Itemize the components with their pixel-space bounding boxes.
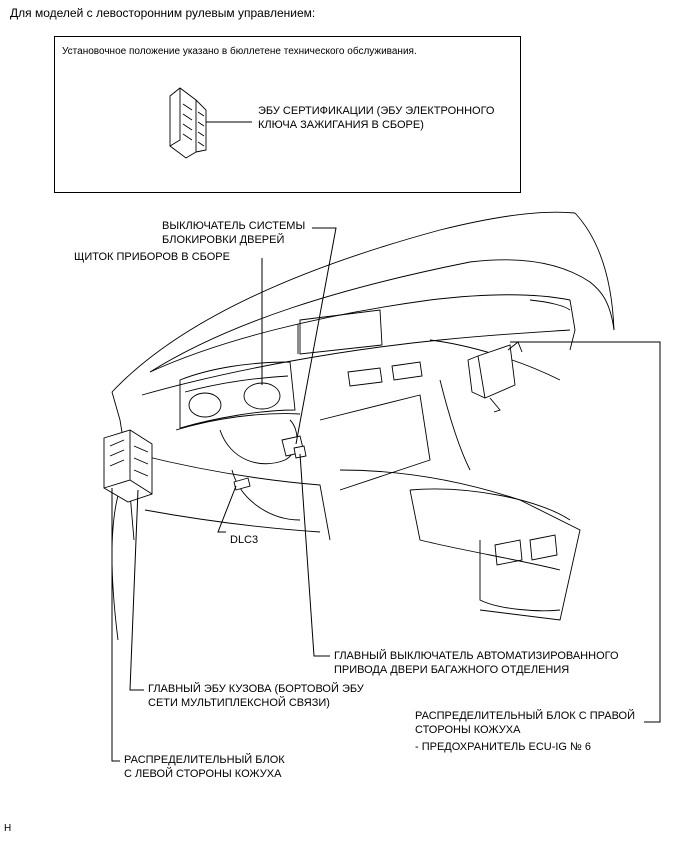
certification-ecu-icon [169,87,207,159]
dlc3-label: DLC3 [230,534,259,546]
ecu-label-line2: КЛЮЧА ЗАЖИГАНИЯ В СБОРЕ) [258,119,424,131]
leader-door-lock-switch [295,227,337,445]
leader-right-junction [510,341,661,723]
left-junction-label-line1: РАСПРЕДЕЛИТЕЛЬНЫЙ БЛОК [124,754,285,766]
door-lock-switch-label-line2: БЛОКИРОВКИ ДВЕРЕЙ [162,234,285,246]
ecu-label-line1: ЭБУ СЕРТИФИКАЦИИ (ЭБУ ЭЛЕКТРОННОГО [258,105,495,117]
note-text: Установочное положение указано в бюллете… [62,46,417,57]
power-door-switch [293,445,307,459]
leader-power-door-switch [299,453,330,657]
instrument-cluster-label: ЩИТОК ПРИБОРОВ В СБОРЕ [74,251,230,263]
right-junction-block-illustration [467,341,523,413]
heading: Для моделей с левосторонним рулевым упра… [10,6,316,20]
right-junction-label-line2: СТОРОНЫ КОЖУХА [415,724,521,736]
note-box [54,36,521,193]
right-junction-fuse-label: - ПРЕДОХРАНИТЕЛЬ ECU-IG № 6 [415,741,592,753]
main-body-ecu-label-line1: ГЛАВНЫЙ ЭБУ КУЗОВА (БОРТОВОЙ ЭБУ [148,683,364,695]
door-lock-switch-label-line1: ВЫКЛЮЧАТЕЛЬ СИСТЕМЫ [162,220,306,232]
left-junction-label-line2: С ЛЕВОЙ СТОРОНЫ КОЖУХА [124,768,282,780]
leader-main-body-ecu [129,489,144,691]
leader-dlc3 [217,485,237,533]
footer-code: H [4,823,12,834]
instrument-cluster-illustration [175,361,301,431]
dlc3-connector [233,477,251,491]
right-junction-label-line1: РАСПРЕДЕЛИТЕЛЬНЫЙ БЛОК С ПРАВОЙ [415,710,636,722]
power-door-switch-label-line1: ГЛАВНЫЙ ВЫКЛЮЧАТЕЛЬ АВТОМАТИЗИРОВАННОГО [334,650,619,662]
left-junction-block-illustration [103,429,153,503]
power-door-switch-label-line2: ПРИВОДА ДВЕРИ БАГАЖНОГО ОТДЕЛЕНИЯ [334,664,570,676]
main-body-ecu-label-line2: СЕТИ МУЛЬТИПЛЕКСНОЙ СВЯЗИ) [148,697,330,709]
leader-left-junction [111,488,120,762]
